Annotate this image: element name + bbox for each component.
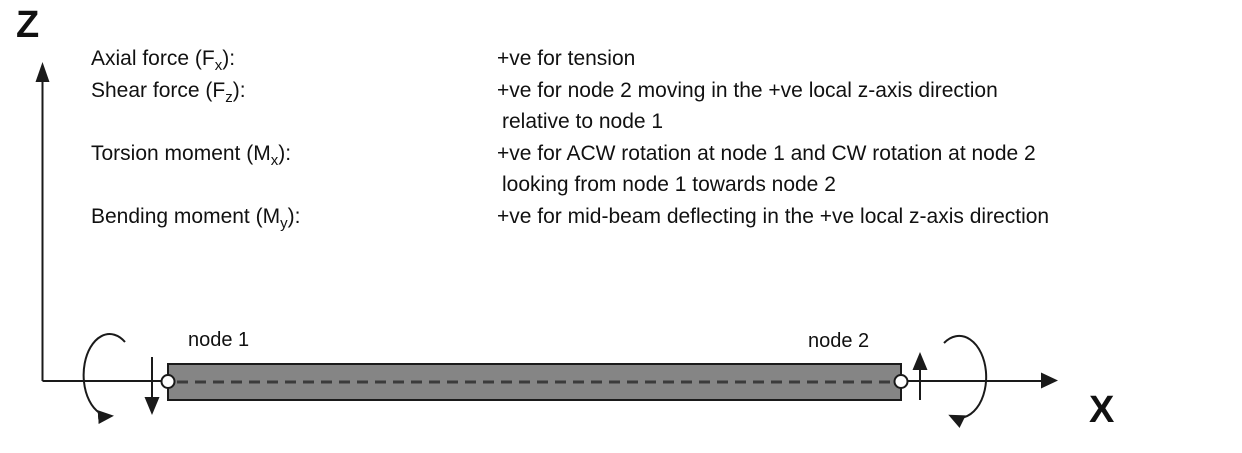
- shear-arrow-node1-down-icon: [144, 397, 160, 415]
- legend-row-torsion-moment: Torsion moment (Mx): +ve for ACW rotatio…: [91, 138, 1049, 201]
- legend-term: Torsion moment (Mx):: [91, 141, 292, 169]
- sign-convention-legend: Axial force (Fx): +ve for tension Shear …: [91, 43, 1049, 233]
- node2-label: node 2: [808, 330, 869, 352]
- legend-desc: +ve for mid-beam deflecting in the +ve l…: [497, 201, 1049, 233]
- legend-term: Axial force (Fx):: [91, 47, 236, 75]
- legend-desc-line: +ve for mid-beam deflecting in the +ve l…: [497, 204, 1050, 228]
- legend-desc-line: +ve for ACW rotation at node 1 and CW ro…: [497, 141, 1036, 165]
- z-axis-arrowhead-icon: [35, 62, 50, 82]
- node1-label: node 1: [188, 329, 249, 351]
- moment-arc-node2-icon: [943, 334, 988, 428]
- node1-circle: [160, 374, 176, 389]
- legend-desc-line: +ve for tension: [497, 47, 636, 70]
- legend-term: Shear force (Fz):: [91, 78, 246, 106]
- moment-arc-node1-icon: [82, 333, 126, 425]
- x-axis-label: X: [1089, 389, 1115, 431]
- legend-row-bending-moment: Bending moment (My): +ve for mid-beam de…: [91, 201, 1049, 233]
- shear-arrow-node2-up-icon: [912, 352, 928, 370]
- legend-desc: +ve for tension: [497, 43, 635, 75]
- legend-desc-line: looking from node 1 towards node 2: [502, 173, 836, 197]
- node2-circle: [893, 374, 909, 389]
- legend-term: Bending moment (My):: [91, 204, 301, 233]
- x-axis-arrowhead-icon: [1041, 372, 1058, 389]
- legend-desc: +ve for node 2 moving in the +ve local z…: [497, 75, 998, 138]
- legend-desc-line: +ve for node 2 moving in the +ve local z…: [497, 78, 998, 102]
- z-axis-label: Z: [16, 4, 39, 46]
- legend-row-axial-force: Axial force (Fx): +ve for tension: [91, 43, 1049, 75]
- legend-row-shear-force: Shear force (Fz): +ve for node 2 moving …: [91, 75, 1049, 138]
- legend-desc-line: relative to node 1: [502, 110, 664, 134]
- legend-desc: +ve for ACW rotation at node 1 and CW ro…: [497, 138, 1036, 201]
